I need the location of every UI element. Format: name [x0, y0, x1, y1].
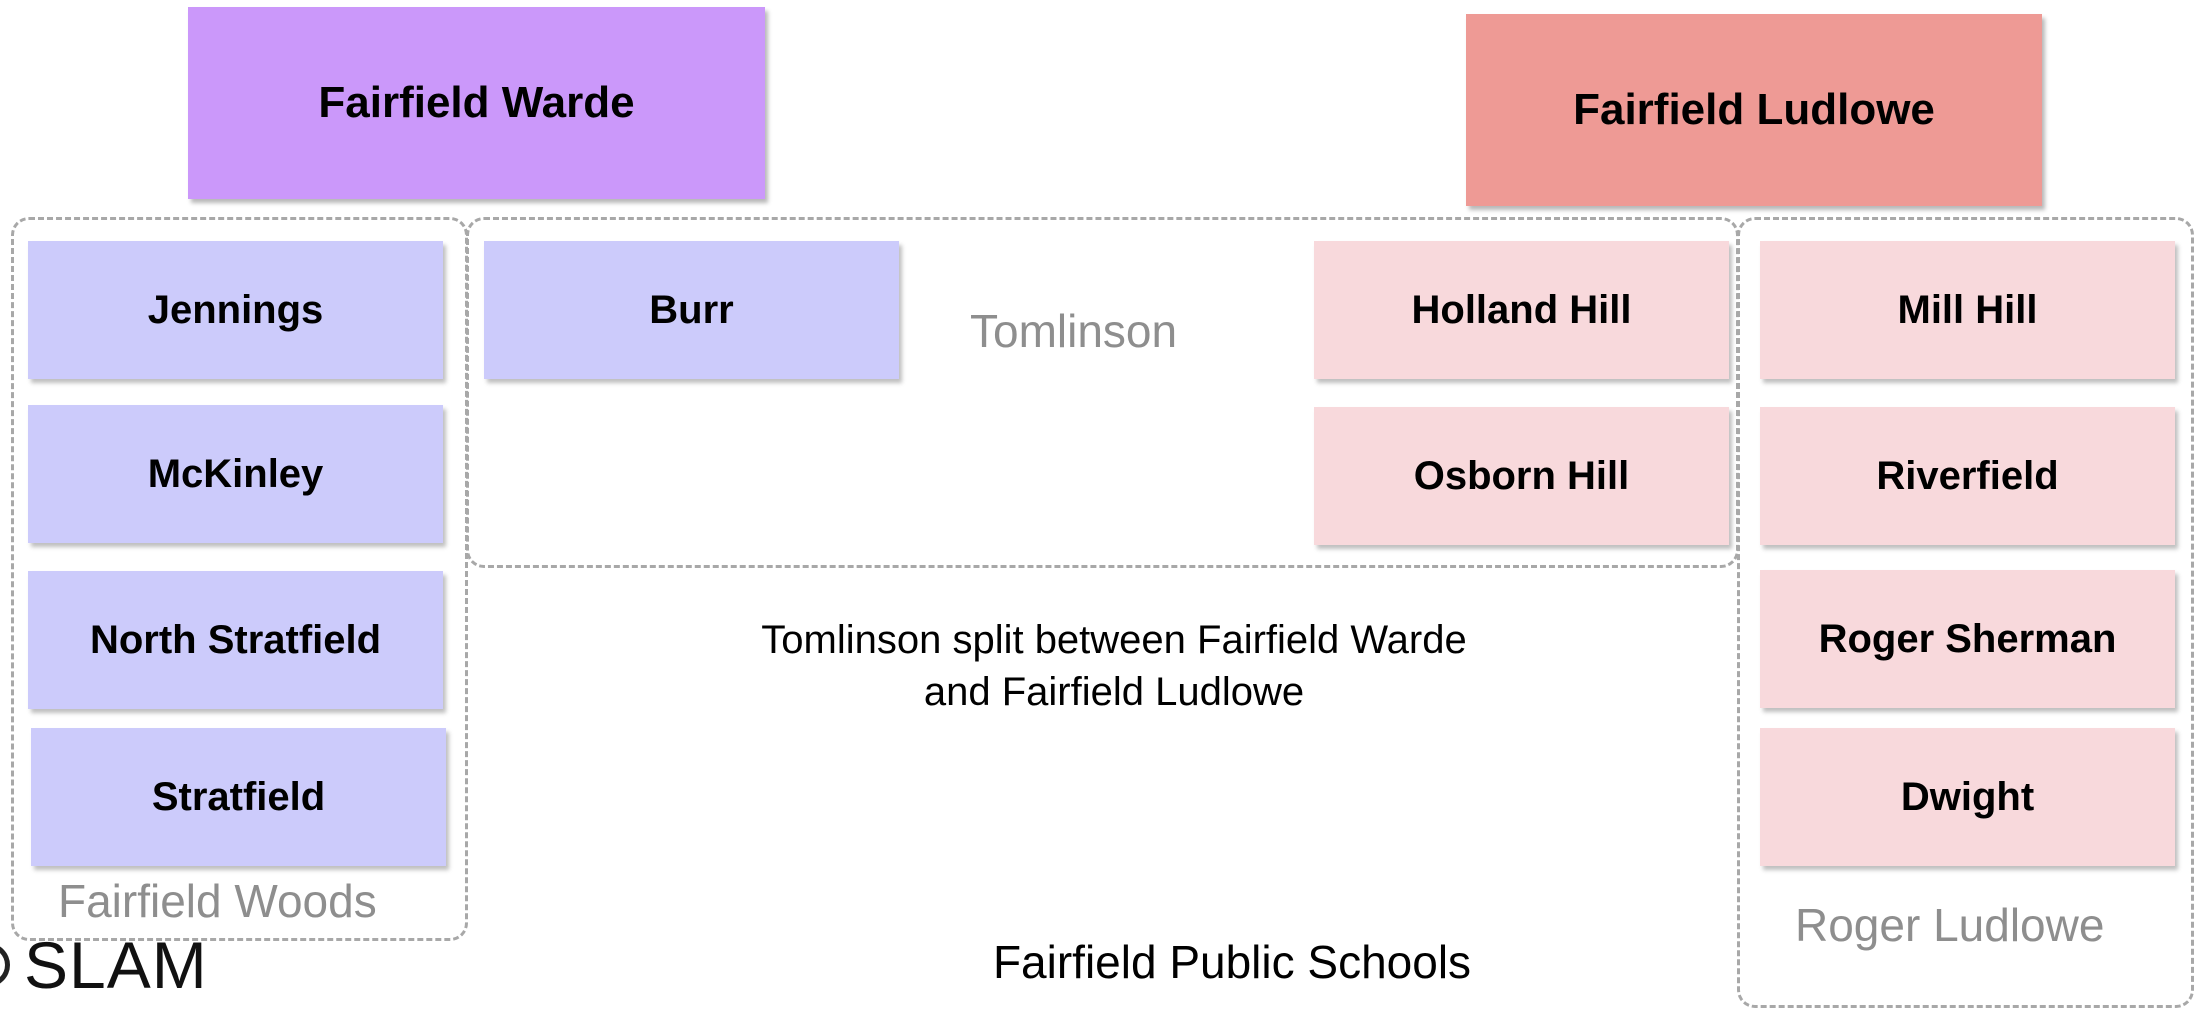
school-osborn-hill: Osborn Hill: [1314, 407, 1729, 545]
middle-school-label-roger-ludlowe: Roger Ludlowe: [1795, 899, 2105, 951]
footer-title: Fairfield Public Schools: [992, 936, 1472, 988]
school-mill-hill: Mill Hill: [1760, 241, 2175, 379]
group-roger-ludlowe: [1737, 217, 2194, 1008]
logo-text: SLAM: [24, 928, 208, 1002]
school-north-stratfield: North Stratfield: [28, 571, 443, 709]
logo-circle-icon: [0, 943, 10, 987]
tomlinson-split-note-line1: Tomlinson split between Fairfield Warde: [761, 618, 1467, 662]
middle-school-label-fairfield-woods: Fairfield Woods: [58, 875, 377, 927]
school-holland-hill: Holland Hill: [1314, 241, 1729, 379]
school-riverfield: Riverfield: [1760, 407, 2175, 545]
group-fairfield-woods: [11, 217, 468, 941]
school-stratfield: Stratfield: [31, 728, 446, 866]
middle-school-label-tomlinson: Tomlinson: [970, 305, 1178, 357]
tomlinson-split-note: Tomlinson split between Fairfield Warde …: [614, 614, 1614, 718]
tomlinson-split-note-line2: and Fairfield Ludlowe: [923, 670, 1305, 714]
high-school-fairfield-ludlowe: Fairfield Ludlowe: [1466, 14, 2042, 206]
school-burr: Burr: [484, 241, 899, 379]
logo: SLAM: [0, 928, 208, 1002]
school-jennings: Jennings: [28, 241, 443, 379]
high-school-fairfield-warde: Fairfield Warde: [188, 7, 765, 199]
school-roger-sherman: Roger Sherman: [1760, 570, 2175, 708]
school-dwight: Dwight: [1760, 728, 2175, 866]
school-mckinley: McKinley: [28, 405, 443, 543]
